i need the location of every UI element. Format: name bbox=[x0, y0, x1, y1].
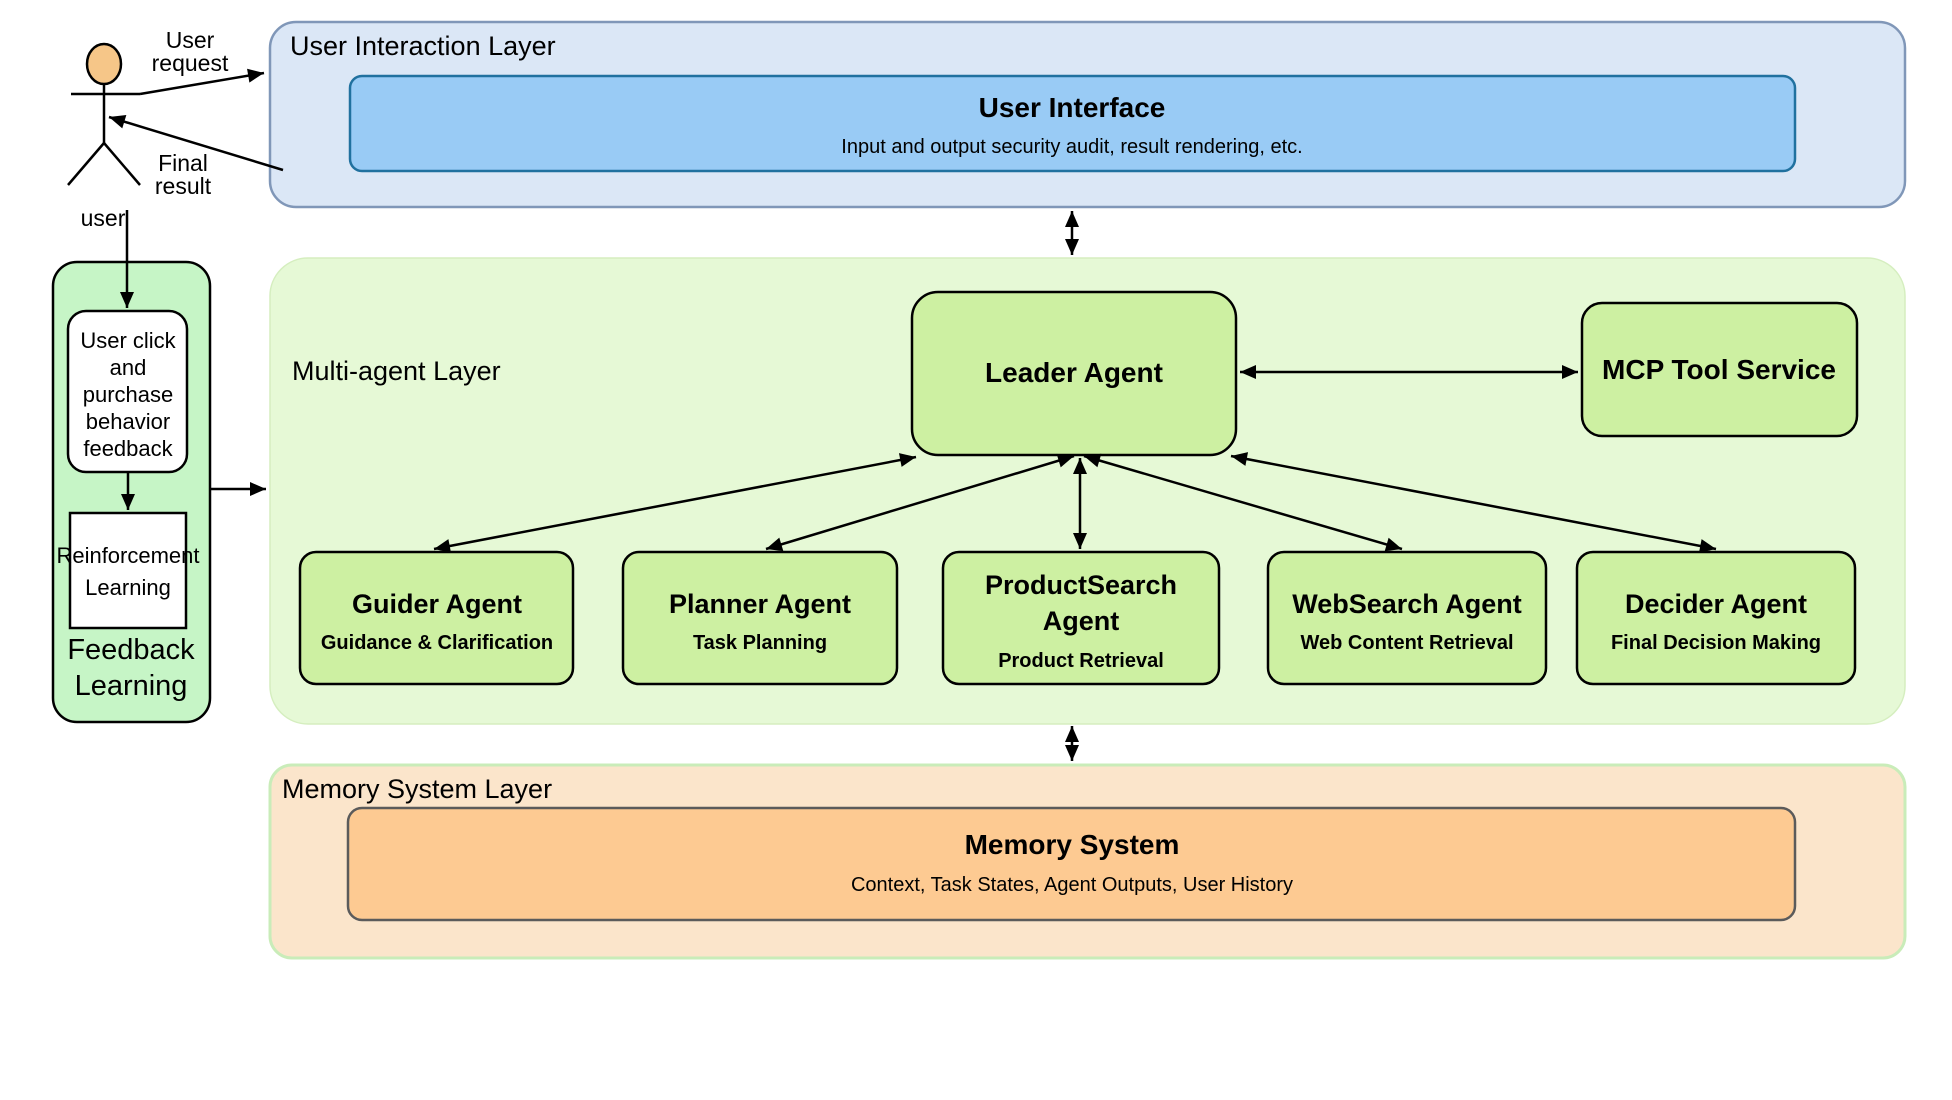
user-request-label-line1: User bbox=[166, 27, 215, 53]
diagram-arrows bbox=[108, 68, 1717, 761]
planner-agent-subtitle: Task Planning bbox=[693, 632, 827, 654]
feedback-learning-block: User click and purchase behavior feedbac… bbox=[51, 260, 212, 724]
memory-system-subtitle: Context, Task States, Agent Outputs, Use… bbox=[851, 874, 1293, 896]
arrow-leader-planner bbox=[765, 453, 1075, 552]
behavior-feedback-line4: behavior bbox=[86, 409, 170, 434]
reinforcement-learning-line1: Reinforcement bbox=[56, 543, 199, 568]
mcp-tool-service-node bbox=[1580, 301, 1859, 438]
reinforcement-learning-line2: Learning bbox=[85, 575, 171, 600]
user-interface-subtitle: Input and output security audit, result … bbox=[841, 136, 1302, 158]
user-actor bbox=[67, 42, 141, 186]
productsearch-agent-subtitle: Product Retrieval bbox=[998, 650, 1164, 672]
memory-system-title: Memory System bbox=[965, 829, 1180, 860]
user-interaction-layer: User Interaction Layer User Interface In… bbox=[268, 20, 1907, 209]
user-interface-title: User Interface bbox=[979, 92, 1166, 123]
feedback-learning-label-line1: Feedback bbox=[67, 634, 195, 666]
decider-agent-title: Decider Agent bbox=[1625, 589, 1807, 619]
behavior-feedback-line1: User click bbox=[80, 328, 176, 353]
guider-agent-subtitle: Guidance & Clarification bbox=[321, 632, 553, 654]
arrow-final-result bbox=[108, 114, 284, 172]
final-result-label-line2: result bbox=[155, 173, 212, 199]
user-interface-box bbox=[348, 74, 1797, 173]
planner-agent-title: Planner Agent bbox=[669, 589, 851, 619]
websearch-agent-title: WebSearch Agent bbox=[1292, 589, 1522, 619]
user-interaction-layer-title: User Interaction Layer bbox=[290, 31, 556, 61]
leader-agent-node bbox=[910, 290, 1238, 457]
actor-left-leg bbox=[67, 142, 105, 186]
final-result-label-line1: Final bbox=[158, 150, 208, 176]
guider-agent-title: Guider Agent bbox=[352, 589, 522, 619]
reinforcement-learning-box bbox=[68, 511, 188, 630]
decider-agent-subtitle: Final Decision Making bbox=[1611, 632, 1821, 654]
behavior-feedback-line3: purchase bbox=[83, 382, 174, 407]
websearch-agent-subtitle: Web Content Retrieval bbox=[1301, 632, 1514, 654]
memory-system-box bbox=[346, 806, 1797, 922]
feedback-learning-label-line2: Learning bbox=[75, 670, 188, 702]
arrow-user-request bbox=[139, 68, 265, 96]
mcp-tool-service-title: MCP Tool Service bbox=[1602, 354, 1836, 385]
productsearch-agent-node bbox=[941, 550, 1221, 686]
behavior-feedback-line2: and bbox=[110, 355, 147, 380]
productsearch-agent-title-line1: ProductSearch bbox=[985, 570, 1177, 600]
multi-agent-layer: Multi-agent Layer Leader Agent MCP Tool … bbox=[269, 257, 1906, 725]
actor-right-leg bbox=[103, 142, 141, 186]
user-label: user bbox=[81, 205, 126, 231]
multi-agent-layer-title: Multi-agent Layer bbox=[292, 356, 501, 386]
arrow-leader-decider bbox=[1230, 452, 1717, 553]
actor-head bbox=[85, 42, 123, 86]
behavior-feedback-line5: feedback bbox=[83, 436, 173, 461]
leader-agent-title: Leader Agent bbox=[985, 357, 1163, 388]
memory-system-layer: Memory System Layer Memory System Contex… bbox=[268, 763, 1907, 960]
memory-system-layer-title: Memory System Layer bbox=[282, 774, 552, 804]
user-request-label-line2: request bbox=[152, 50, 229, 76]
productsearch-agent-title-line2: Agent bbox=[1043, 606, 1120, 636]
decider-agent-node bbox=[1575, 550, 1857, 686]
